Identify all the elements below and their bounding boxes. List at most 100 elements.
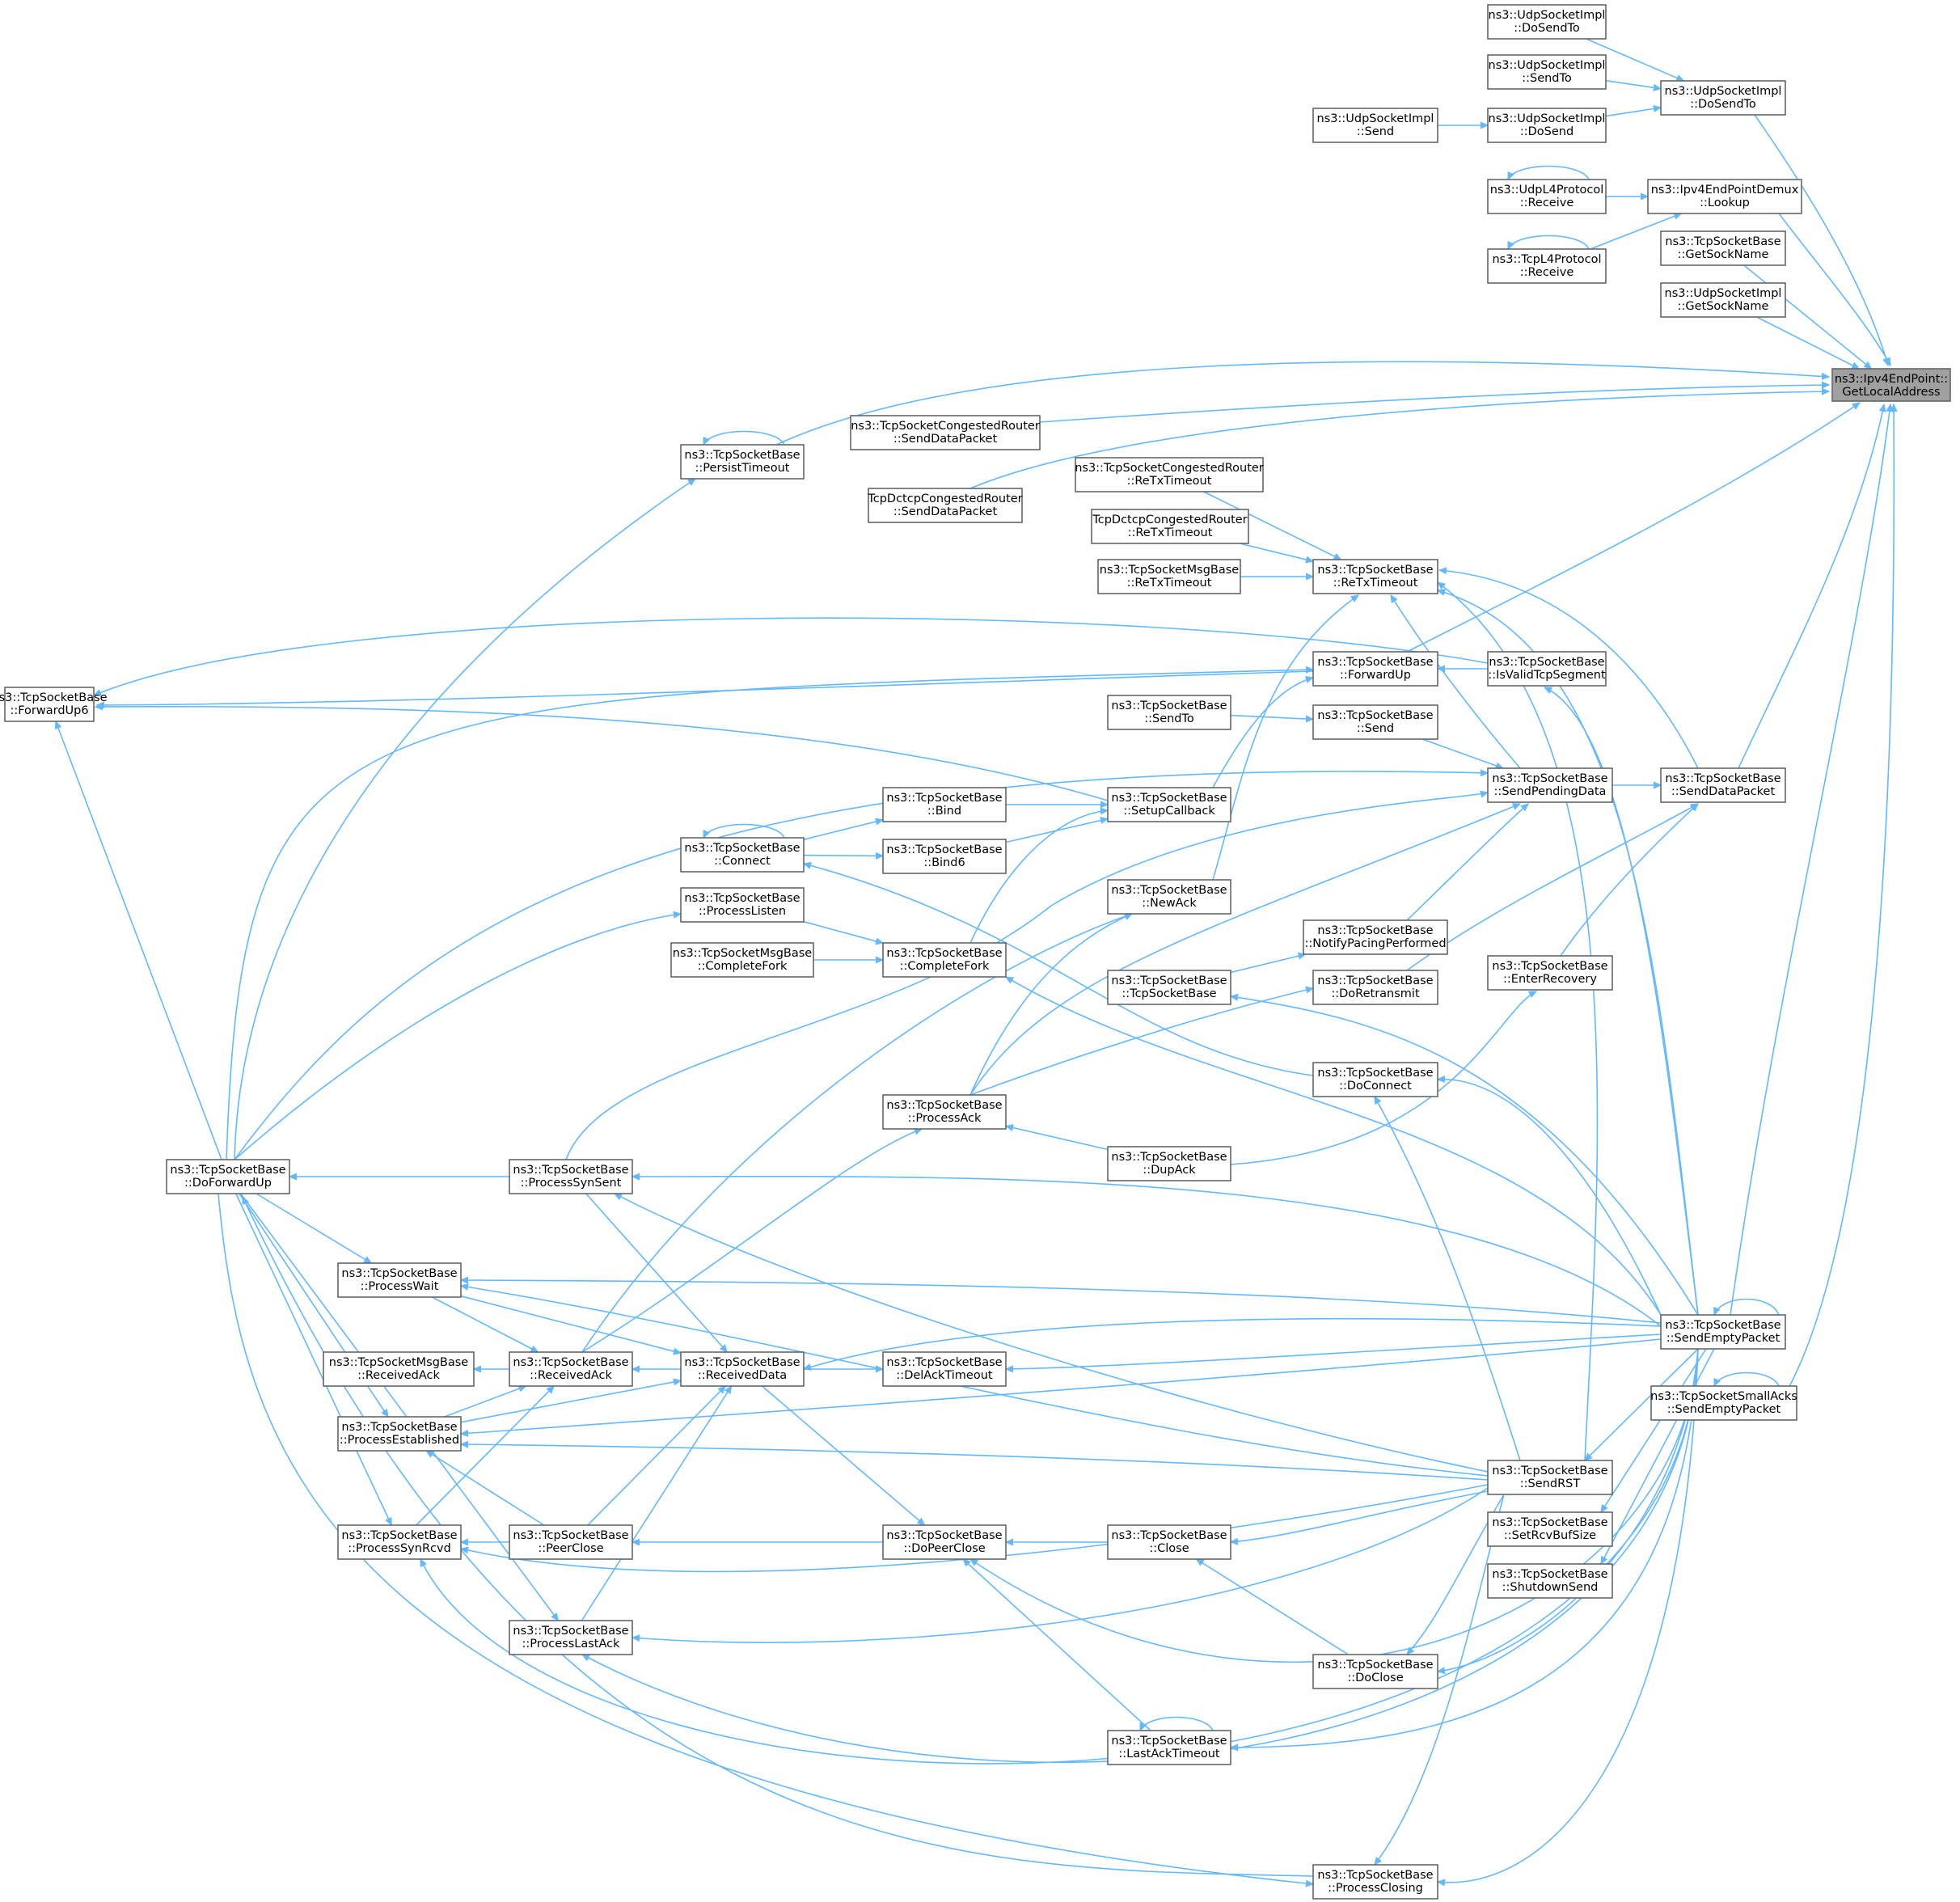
node-box: [882, 942, 1007, 978]
node-box: [509, 1620, 633, 1655]
node-processwait[interactable]: ns3::TcpSocketBase::ProcessWait: [337, 1262, 462, 1298]
node-label-line: ns3::TcpSocketBase: [684, 892, 800, 905]
node-label-line: ::DoSendTo: [1690, 98, 1756, 111]
node-label-line: ns3::TcpSocketBase: [513, 1356, 628, 1369]
node-bind6[interactable]: ns3::TcpSocketBase::Bind6: [882, 839, 1007, 874]
node-dopeerclose[interactable]: ns3::TcpSocketBase::DoPeerClose: [882, 1524, 1007, 1560]
edge-enterrecovery-to-senddatapacket: [1560, 804, 1698, 957]
node-processack[interactable]: ns3::TcpSocketBase::ProcessAck: [882, 1094, 1007, 1130]
node-tcpl4_receive[interactable]: ns3::TcpL4Protocol::Receive: [1487, 248, 1607, 284]
node-connect[interactable]: ns3::TcpSocketBase::Connect: [680, 837, 805, 873]
node-msg_retx[interactable]: ns3::TcpSocketMsgBase::ReTxTimeout: [1097, 559, 1241, 594]
node-dupack[interactable]: ns3::TcpSocketBase::DupAck: [1107, 1146, 1231, 1181]
node-receiveddata[interactable]: ns3::TcpSocketBase::ReceivedData: [680, 1351, 805, 1387]
node-root[interactable]: ns3::Ipv4EndPoint::GetLocalAddress: [1831, 368, 1951, 402]
node-label-line: ::Bind6: [923, 856, 965, 869]
node-dctcp_retx[interactable]: TcpDctcpCongestedRouter::ReTxTimeout: [1091, 509, 1249, 544]
node-label-line: ::ForwardUp: [1340, 669, 1411, 682]
edge-processestablished-to-receivedack: [444, 1386, 526, 1418]
edge-processwait-to-receivedack: [432, 1296, 539, 1353]
node-label-line: ::Receive: [1520, 197, 1574, 209]
node-smallacks_sendempty[interactable]: ns3::TcpSocketSmallAcks::SendEmptyPacket: [1650, 1385, 1797, 1421]
node-senddatapacket[interactable]: ns3::TcpSocketBase::SendDataPacket: [1660, 767, 1786, 803]
node-label-line: ns3::TcpSocketBase: [886, 843, 1002, 856]
node-processsynsent[interactable]: ns3::TcpSocketBase::ProcessSynSent: [509, 1159, 633, 1194]
node-processestablished[interactable]: ns3::TcpSocketBase::ProcessEstablished: [337, 1416, 462, 1452]
node-processlastack[interactable]: ns3::TcpSocketBase::ProcessLastAck: [509, 1620, 633, 1655]
edge-notifypacing-to-sendpending: [1406, 804, 1528, 921]
node-forwardup6[interactable]: ns3::TcpSocketBase::ForwardUp6: [0, 687, 108, 722]
node-peerclose[interactable]: ns3::TcpSocketBase::PeerClose: [509, 1524, 633, 1560]
node-label-line: ::EnterRecovery: [1503, 973, 1597, 986]
node-tcp_send[interactable]: ns3::TcpSocketBase::Send: [1312, 704, 1438, 740]
node-udp_dosend[interactable]: ns3::UdpSocketImpl::DoSend: [1487, 108, 1607, 143]
edge-doforwardup-to-sendpending: [234, 771, 1488, 1160]
node-cong_retx[interactable]: ns3::TcpSocketCongestedRouter::ReTxTimeo…: [1075, 457, 1264, 492]
node-udp_getsockname[interactable]: ns3::UdpSocketImpl::GetSockName: [1660, 282, 1786, 318]
edge-dupack-to-processack: [1006, 1126, 1109, 1151]
node-notifypacing[interactable]: ns3::TcpSocketBase::NotifyPacingPerforme…: [1303, 919, 1448, 955]
node-box: [1660, 1314, 1786, 1350]
node-demux_lookup[interactable]: ns3::Ipv4EndPointDemux::Lookup: [1647, 179, 1802, 214]
node-receivedack[interactable]: ns3::TcpSocketBase::ReceivedAck: [509, 1351, 633, 1387]
node-shutdownsend[interactable]: ns3::TcpSocketBase::ShutdownSend: [1487, 1563, 1613, 1599]
node-retx[interactable]: ns3::TcpSocketBase::ReTxTimeout: [1312, 559, 1438, 594]
node-processlisten[interactable]: ns3::TcpSocketBase::ProcessListen: [680, 887, 805, 923]
node-setrcvbufsize[interactable]: ns3::TcpSocketBase::SetRcvBufSize: [1487, 1511, 1613, 1547]
node-doretransmit[interactable]: ns3::TcpSocketBase::DoRetransmit: [1312, 970, 1438, 1005]
node-tcpsocketbase[interactable]: ns3::TcpSocketBase::TcpSocketBase: [1107, 970, 1231, 1005]
edge-peerclose-to-receiveddata: [587, 1386, 725, 1526]
node-doforwardup[interactable]: ns3::TcpSocketBase::DoForwardUp: [166, 1159, 290, 1194]
node-label-line: ::DoSend: [1520, 125, 1573, 138]
node-close[interactable]: ns3::TcpSocketBase::Close: [1107, 1524, 1231, 1560]
node-udpl4_receive[interactable]: ns3::UdpL4Protocol::Receive: [1487, 179, 1607, 214]
node-msg_completefork[interactable]: ns3::TcpSocketMsgBase::CompleteFork: [670, 942, 814, 978]
node-delacktimeout[interactable]: ns3::TcpSocketBase::DelAckTimeout: [882, 1351, 1007, 1387]
edge-doforwardup-to-processclosing: [218, 1193, 1313, 1884]
node-label-line: ns3::TcpSocketBase: [1317, 656, 1433, 669]
node-dctcp_senddata[interactable]: TcpDctcpCongestedRouter::SendDataPacket: [867, 488, 1023, 523]
edge-processlastack-to-receiveddata: [581, 1386, 733, 1621]
node-label-line: ::ProcessWait: [361, 1280, 439, 1293]
edge-doconnect-to-connect: [804, 864, 1314, 1076]
node-sendpending[interactable]: ns3::TcpSocketBase::SendPendingData: [1487, 767, 1613, 803]
node-label-line: ::DoConnect: [1339, 1080, 1412, 1093]
node-forwardup[interactable]: ns3::TcpSocketBase::ForwardUp: [1312, 651, 1438, 687]
node-processsynrcvd[interactable]: ns3::TcpSocketBase::ProcessSynRcvd: [337, 1524, 462, 1560]
node-box: [670, 942, 814, 978]
node-sendemptypacket[interactable]: ns3::TcpSocketBase::SendEmptyPacket: [1660, 1314, 1786, 1350]
node-newack[interactable]: ns3::TcpSocketBase::NewAck: [1107, 879, 1231, 915]
node-enterrecovery[interactable]: ns3::TcpSocketBase::EnterRecovery: [1487, 955, 1613, 991]
node-lastacktimeout[interactable]: ns3::TcpSocketBase::LastAckTimeout: [1107, 1730, 1231, 1765]
node-msg_receivedack[interactable]: ns3::TcpSocketMsgBase::ReceivedAck: [323, 1351, 475, 1387]
node-label-line: ns3::TcpSocketBase: [1111, 1735, 1227, 1748]
node-label-line: ns3::UdpSocketImpl: [1489, 112, 1606, 125]
node-udp_sendto[interactable]: ns3::UdpSocketImpl::SendTo: [1487, 54, 1607, 90]
node-tcp_sendto[interactable]: ns3::TcpSocketBase::SendTo: [1107, 695, 1231, 730]
node-label-line: ::DoPeerClose: [903, 1542, 985, 1555]
node-persist[interactable]: ns3::TcpSocketBase::PersistTimeout: [680, 444, 805, 480]
node-label-line: ::Send: [1357, 722, 1394, 735]
node-box: [509, 1159, 633, 1194]
node-udp_dosendto_a[interactable]: ns3::UdpSocketImpl::DoSendTo: [1487, 4, 1607, 40]
node-udp_send[interactable]: ns3::UdpSocketImpl::Send: [1312, 108, 1438, 143]
node-completefork[interactable]: ns3::TcpSocketBase::CompleteFork: [882, 942, 1007, 978]
node-box: [1487, 1511, 1613, 1547]
node-processclosing[interactable]: ns3::TcpSocketBase::ProcessClosing: [1312, 1864, 1438, 1900]
node-setupcallback[interactable]: ns3::TcpSocketBase::SetupCallback: [1107, 787, 1231, 822]
node-doclose[interactable]: ns3::TcpSocketBase::DoClose: [1312, 1654, 1438, 1689]
node-label-line: ns3::TcpSocketBase: [513, 1625, 628, 1638]
node-label-line: ::CompleteFork: [900, 960, 990, 973]
node-bind[interactable]: ns3::TcpSocketBase::Bind: [882, 787, 1007, 822]
node-label-line: TcpDctcpCongestedRouter: [867, 492, 1022, 505]
node-box: [1487, 1460, 1613, 1495]
node-tcp_getsockname[interactable]: ns3::TcpSocketBase::GetSockName: [1660, 230, 1786, 266]
node-sendrst[interactable]: ns3::TcpSocketBase::SendRST: [1487, 1460, 1613, 1495]
node-cong_senddata[interactable]: ns3::TcpSocketCongestedRouter::SendDataP…: [850, 415, 1041, 450]
node-box: [882, 1524, 1007, 1560]
edge-sendemptypacket-to-delacktimeout: [1006, 1334, 1662, 1369]
node-udp_dosendto_b[interactable]: ns3::UdpSocketImpl::DoSendTo: [1660, 80, 1786, 116]
node-isvalid[interactable]: ns3::TcpSocketBase::IsValidTcpSegment: [1487, 651, 1607, 687]
node-doconnect[interactable]: ns3::TcpSocketBase::DoConnect: [1312, 1062, 1438, 1097]
